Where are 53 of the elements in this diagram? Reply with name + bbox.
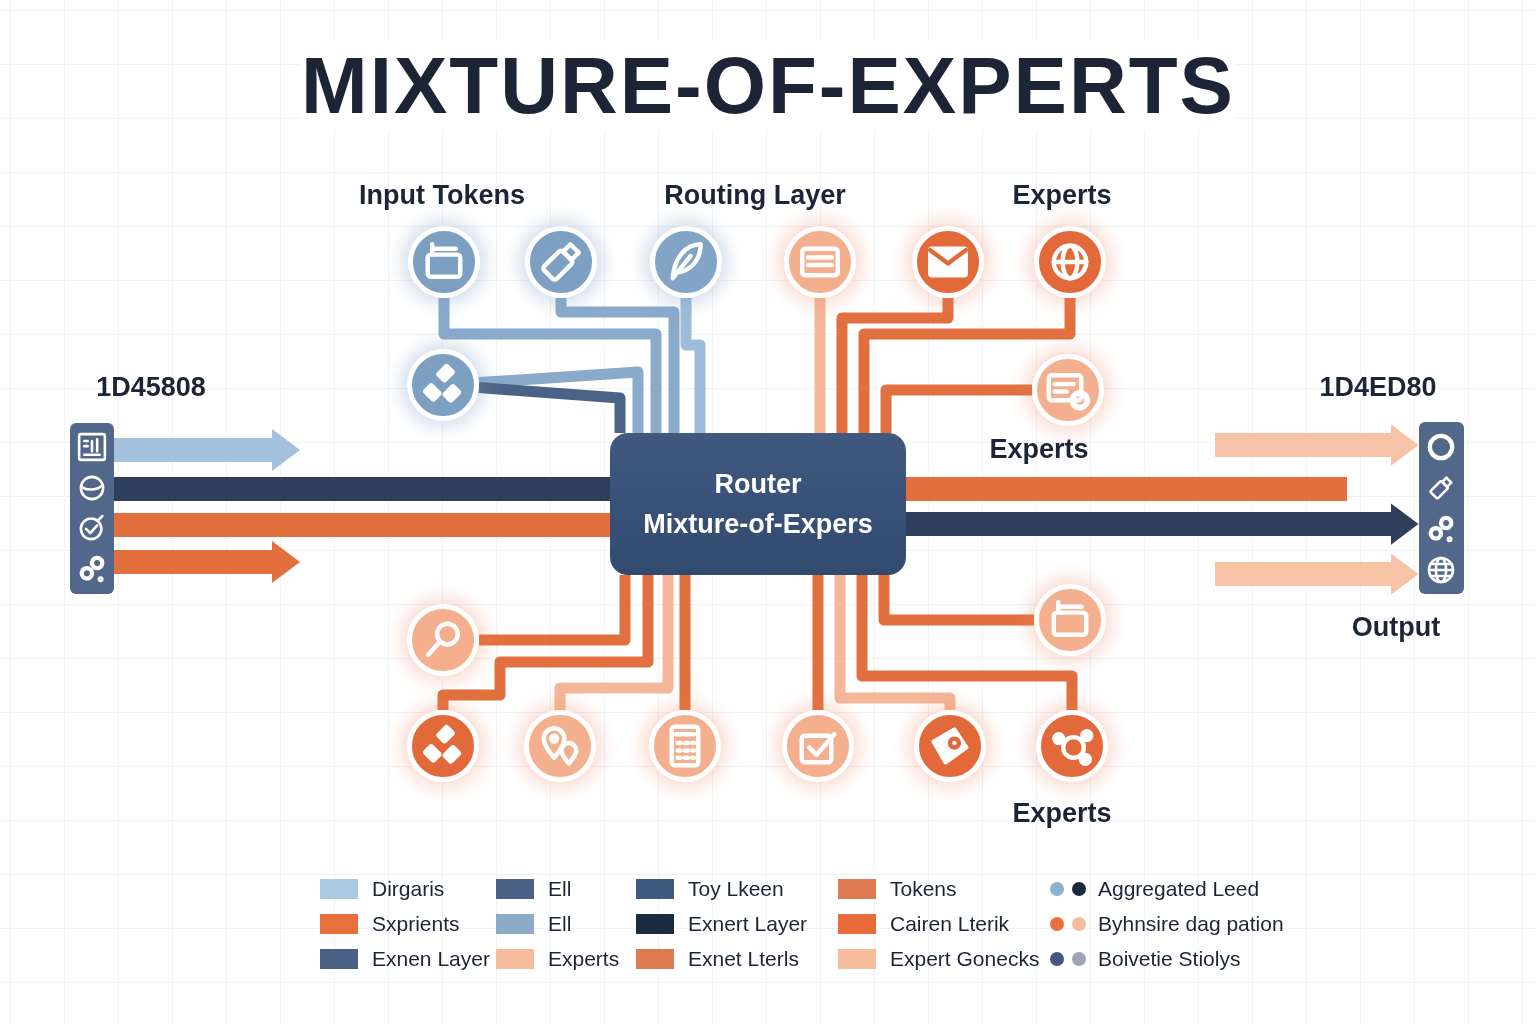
connector-line <box>880 384 1032 433</box>
legend-label: Ell <box>548 912 572 936</box>
legend-label: Boivetie Stiolys <box>1098 947 1241 971</box>
section-heading: Input Tokens <box>359 180 525 211</box>
legend-label: Dirgaris <box>372 877 445 901</box>
legend-label: Exnert Layer <box>688 912 808 936</box>
connector-line <box>906 477 1347 501</box>
connector-line <box>555 298 680 433</box>
router-box: Router Mixture-of-Expers <box>610 433 906 575</box>
section-heading: Output <box>1351 612 1441 643</box>
connector-line <box>836 298 954 433</box>
connector-line <box>814 298 826 433</box>
connector-line <box>856 575 1078 710</box>
connector-line <box>858 298 1076 433</box>
legend-label: Cairen Lterik <box>890 912 1010 936</box>
legend-label: Exnet Lterls <box>688 947 799 971</box>
section-heading: Experts <box>1012 798 1112 829</box>
legend-label: Experts <box>548 947 620 971</box>
legend-label: Aggregated Leed <box>1098 877 1260 901</box>
legend-label: Tokens <box>890 877 957 901</box>
section-heading: Experts <box>1012 180 1112 211</box>
section-heading: 1D4ED80 <box>1319 372 1437 403</box>
connector-line <box>438 298 662 433</box>
connector-line <box>679 575 691 710</box>
connector-line <box>437 575 654 710</box>
title: MIXTURE-OF-EXPERTS <box>301 41 1235 130</box>
connector-line <box>554 575 674 710</box>
connector-line <box>479 575 631 646</box>
legend-label: Expert Gonecks <box>890 947 1040 971</box>
arrow <box>114 429 300 471</box>
legend-label: Exnen Layer <box>372 947 490 971</box>
connector-line <box>834 575 956 710</box>
connector-line <box>812 575 824 710</box>
arrow <box>1215 553 1419 595</box>
connector-line <box>114 477 610 501</box>
section-heading: Routing Layer <box>664 180 846 211</box>
connector-line <box>478 366 644 433</box>
arrow <box>906 503 1419 545</box>
legend-label: Sxprients <box>372 912 460 936</box>
section-heading: 1D45808 <box>96 372 206 403</box>
connector-line <box>114 513 610 537</box>
section-heading: Experts <box>989 434 1089 465</box>
connector-line <box>680 298 706 433</box>
legend-label: Ell <box>548 877 572 901</box>
connector-line <box>878 575 1034 626</box>
legend-label: Byhnsire dag pation <box>1098 912 1284 936</box>
icon-panel <box>1418 422 1464 594</box>
legend-label: Toy Lkeen <box>688 877 784 901</box>
hammer-icon <box>407 349 479 421</box>
arrow <box>114 541 300 583</box>
arrow <box>1215 424 1419 466</box>
icon-panel <box>70 422 114 594</box>
connector-line <box>478 382 626 433</box>
